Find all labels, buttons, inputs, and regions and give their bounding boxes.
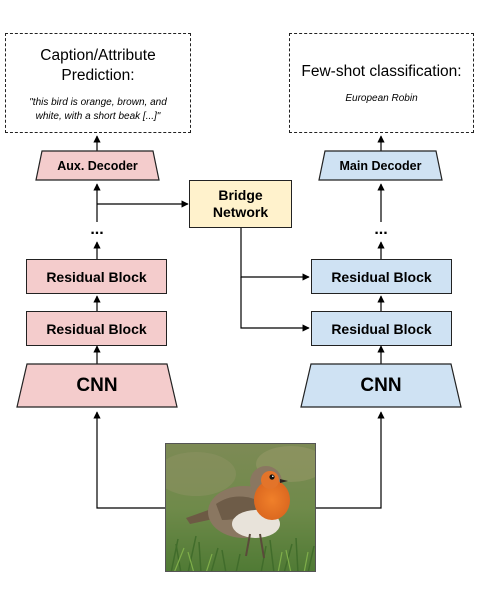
right-cnn-shape xyxy=(300,363,462,408)
right-ellipsis: ... xyxy=(374,221,388,238)
arrow-bridge-to-right-upper-block xyxy=(240,228,310,281)
bridge-network-box: Bridge Network xyxy=(189,180,292,228)
bridge-label-line2: Network xyxy=(212,204,269,220)
caption-output-title-line1: Caption/Attribute xyxy=(40,47,156,64)
aux-decoder-label: Aux. Decoder xyxy=(57,158,138,173)
left-ellipsis: ... xyxy=(90,221,104,238)
few-shot-output-title: Few-shot classification: xyxy=(301,63,462,80)
left-residual-block-upper-label: Residual Block xyxy=(46,268,147,285)
caption-attribute-output-box: Caption/Attribute Prediction: "this bird… xyxy=(5,33,191,133)
bridge-label-line1: Bridge xyxy=(218,187,263,203)
few-shot-output-box: Few-shot classification: European Robin xyxy=(289,33,474,133)
left-cnn-shape xyxy=(16,363,178,408)
few-shot-output-class: European Robin xyxy=(345,93,418,104)
left-cnn-label: CNN xyxy=(76,374,118,396)
european-robin-photo xyxy=(165,443,316,572)
right-residual-block-upper: Residual Block xyxy=(311,259,452,294)
arrow-image-to-right-cnn xyxy=(316,411,385,509)
main-decoder-shape xyxy=(318,150,443,181)
right-cnn-label: CNN xyxy=(360,374,402,396)
caption-output-title-line2: Prediction: xyxy=(61,67,135,84)
main-decoder-label: Main Decoder xyxy=(339,158,422,173)
caption-example-line1: "this bird is orange, brown, and xyxy=(29,97,167,108)
arrow-image-to-left-cnn xyxy=(93,411,165,509)
robin-illustration xyxy=(166,444,315,571)
right-residual-block-lower: Residual Block xyxy=(311,311,452,346)
caption-example-line2: white, with a short beak [...]" xyxy=(35,111,161,122)
right-residual-block-upper-label: Residual Block xyxy=(331,268,432,285)
right-residual-block-lower-label: Residual Block xyxy=(331,320,432,337)
left-residual-block-lower-label: Residual Block xyxy=(46,320,147,337)
arrow-bridge-to-right-lower-block xyxy=(240,277,310,332)
aux-decoder-shape xyxy=(35,150,160,181)
left-residual-block-upper: Residual Block xyxy=(26,259,167,294)
left-residual-block-lower: Residual Block xyxy=(26,311,167,346)
